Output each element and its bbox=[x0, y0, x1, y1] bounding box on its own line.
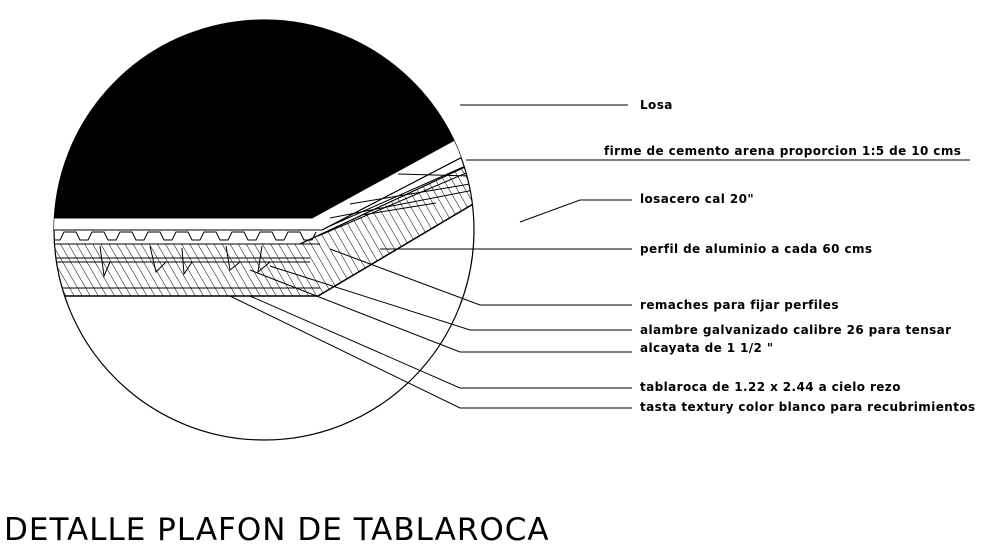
callout-firme: firme de cemento arena proporcion 1:5 de… bbox=[604, 144, 962, 158]
callout-alambre: alambre galvanizado calibre 26 para tens… bbox=[640, 323, 952, 337]
callout-alcayata: alcayata de 1 1/2 " bbox=[640, 341, 774, 355]
leader-lines bbox=[229, 104, 970, 409]
firme-layer bbox=[54, 127, 474, 231]
losa-slab bbox=[54, 20, 474, 218]
hanger-wires bbox=[99, 245, 271, 278]
callout-pasta: tasta textury color blanco para recubrim… bbox=[640, 400, 976, 414]
callout-remaches: remaches para fijar perfiles bbox=[640, 298, 839, 312]
drawing-title: DETALLE PLAFON DE TABLAROCA bbox=[4, 512, 550, 548]
losacero-deck bbox=[54, 231, 317, 241]
callout-tablaroca: tablaroca de 1.22 x 2.44 a cielo rezo bbox=[640, 380, 901, 394]
callout-losacero: losacero cal 20" bbox=[640, 192, 755, 206]
callout-losa: Losa bbox=[640, 98, 673, 112]
callout-perfil: perfil de aluminio a cada 60 cms bbox=[640, 242, 873, 256]
